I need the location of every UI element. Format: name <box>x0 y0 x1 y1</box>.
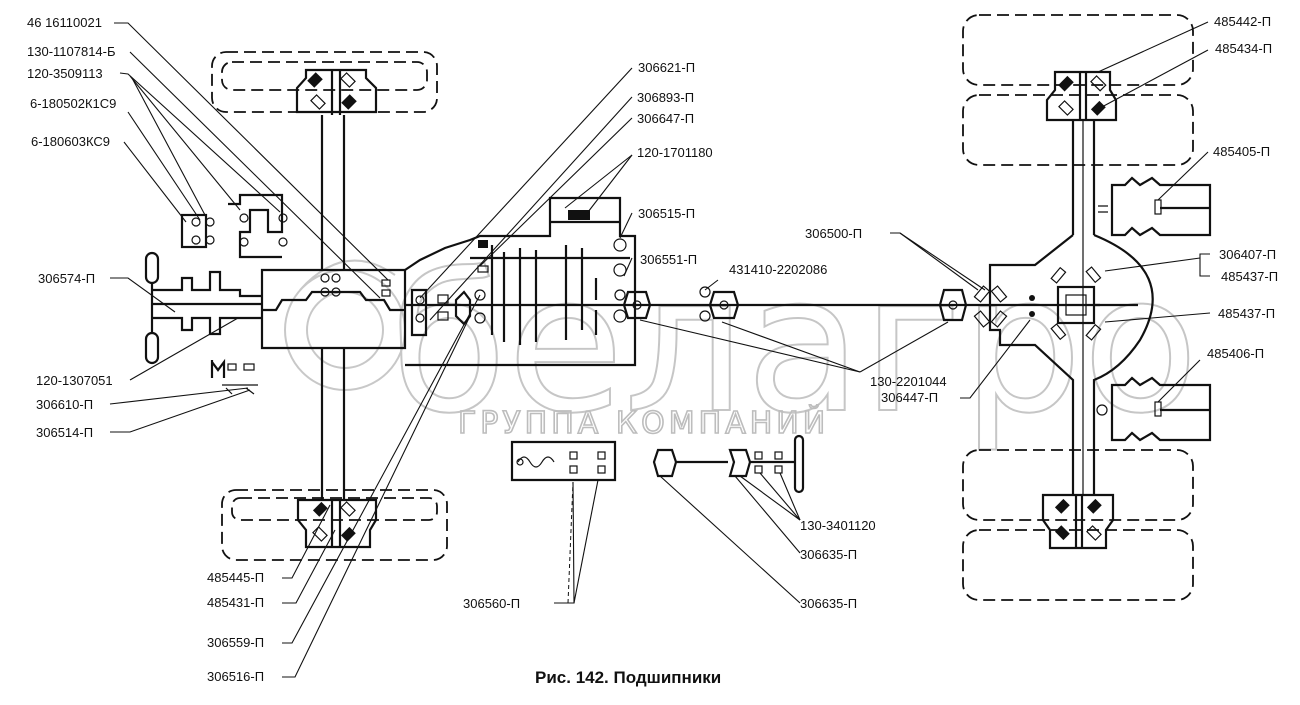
part-label: 306514-П <box>36 425 93 440</box>
part-label: 130-1107814-Б <box>27 44 116 59</box>
rear-hub-top-icon <box>1045 70 1118 122</box>
gear-set-icon <box>474 210 627 345</box>
part-label: 306647-П <box>637 111 694 126</box>
part-label: 6-180502К1С9 <box>30 96 116 111</box>
part-label: 120-1307051 <box>36 373 113 388</box>
part-label: 6-180603КС9 <box>31 134 110 149</box>
front-wheel-top-icon <box>211 51 438 115</box>
watermark-subtitle: ГРУППА КОМПАНИЙ <box>458 405 829 441</box>
labels-right: 485442-П 485434-П 485405-П 306407-П 4854… <box>1207 14 1278 361</box>
part-label: 306574-П <box>38 271 95 286</box>
part-label: 485442-П <box>1214 14 1271 29</box>
part-label: 306500-П <box>805 226 862 241</box>
figure-caption: Рис. 142. Подшипники <box>535 668 721 687</box>
labels-center: 306621-П 306893-П 306647-П 120-1701180 3… <box>463 60 947 611</box>
watermark: белагро ГРУППА КОМПАНИЙ <box>284 233 1200 456</box>
part-label: 306621-П <box>638 60 695 75</box>
part-label: 485437-П <box>1218 306 1275 321</box>
front-axle <box>211 51 448 561</box>
part-label: 130-2201044 <box>870 374 947 389</box>
part-label: 485406-П <box>1207 346 1264 361</box>
labels-left: 46 16110021 130-1107814-Б 120-3509113 6-… <box>27 15 264 684</box>
steering-column <box>510 434 805 494</box>
part-label: 485437-П <box>1221 269 1278 284</box>
part-label: 306893-П <box>637 90 694 105</box>
part-label: 485405-П <box>1213 144 1270 159</box>
drive-shaft <box>699 286 968 322</box>
part-label: 306635-П <box>800 547 857 562</box>
part-label: 306515-П <box>638 206 695 221</box>
part-label: 431410-2202086 <box>729 262 827 277</box>
brake-chamber-bottom-icon <box>1096 376 1212 442</box>
part-label: 485431-П <box>207 595 264 610</box>
part-label: 306610-П <box>36 397 93 412</box>
part-label: 306407-П <box>1219 247 1276 262</box>
watermark-brand: белагро <box>390 234 1199 455</box>
part-label: 485434-П <box>1215 41 1272 56</box>
engine-block <box>144 193 407 395</box>
part-label: 306559-П <box>207 635 264 650</box>
part-label: 46 16110021 <box>27 15 102 30</box>
part-label: 306551-П <box>640 252 697 267</box>
part-label: 120-1701180 <box>637 145 713 160</box>
rear-axle <box>962 14 1212 601</box>
part-label: 306447-П <box>881 390 938 405</box>
leader-lines <box>109 21 1211 678</box>
part-label: 120-3509113 <box>27 66 103 81</box>
part-label: 130-3401120 <box>800 518 876 533</box>
part-label: 485445-П <box>207 570 264 585</box>
rear-hub-bottom-icon <box>1041 493 1115 550</box>
part-label: 306516-П <box>207 669 264 684</box>
part-label: 306560-П <box>463 596 520 611</box>
brake-chamber-top-icon <box>1098 176 1212 237</box>
part-label: 306635-П <box>800 596 857 611</box>
front-wheel-bottom-icon <box>221 489 448 561</box>
